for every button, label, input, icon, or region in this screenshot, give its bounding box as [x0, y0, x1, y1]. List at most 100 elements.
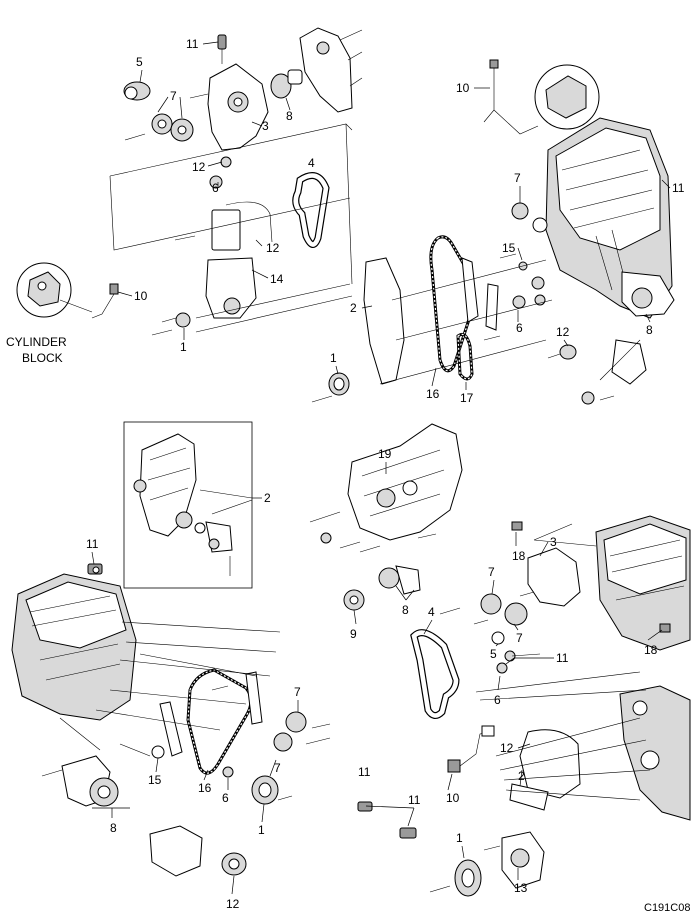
callout: 7 [170, 89, 177, 103]
sprocket-6-bl [222, 766, 234, 778]
bl-guide-lines [59, 621, 281, 757]
cam-sensor [217, 34, 227, 64]
callout: 5 [136, 55, 143, 69]
callout: 1 [180, 340, 187, 354]
seal-19 [320, 532, 332, 544]
callout: 3 [262, 119, 269, 133]
callout: 7 [274, 761, 281, 775]
callout: 11 [86, 537, 99, 551]
cam-sprocket-bl-2 [273, 732, 293, 752]
callout: 7 [516, 631, 523, 645]
idler-pulley-6 [209, 175, 223, 189]
callout: 2 [350, 301, 357, 315]
tr-guide-lines [379, 259, 641, 385]
callout: 1 [330, 351, 337, 365]
br-guide-lines [475, 523, 651, 801]
sensor-11-br-b [399, 827, 417, 839]
chain-guide-bl-2 [245, 671, 263, 725]
callout: 11 [186, 37, 199, 51]
tensioner-12-tr [559, 344, 577, 360]
callout: 15 [148, 773, 162, 787]
callout: 1 [456, 831, 463, 845]
middle-right-cover: 19 [309, 423, 463, 553]
callout: 8 [110, 821, 117, 835]
callout: 9 [350, 627, 357, 641]
callout: 7 [514, 171, 521, 185]
bl-bolts [41, 685, 331, 801]
tensioner-15-bl [151, 745, 165, 759]
callout: 18 [512, 549, 526, 563]
tl-leader-lines [117, 41, 291, 340]
tensioner-12-bl [149, 825, 247, 877]
tl-bolts [124, 93, 209, 336]
tr-callouts: 10 11 7 15 2 6 12 8 1 16 17 [330, 81, 685, 405]
callout: 6 [494, 693, 501, 707]
cam-sprockets [151, 113, 194, 142]
sprocket-tr-c [531, 276, 545, 290]
callout: 12 [266, 241, 280, 255]
upper-cover-3 [527, 547, 581, 607]
engine-block-br [595, 515, 691, 651]
lower-cover [205, 209, 257, 319]
front-cover-tr [363, 257, 405, 385]
cover-ring [194, 522, 206, 534]
callout: 11 [672, 181, 685, 195]
callout: 11 [408, 793, 421, 807]
tr-leader-lines [335, 87, 671, 390]
water-pump-br [378, 565, 421, 595]
callout: 10 [446, 791, 460, 805]
callout: 10 [134, 289, 148, 303]
callout: 6 [516, 321, 523, 335]
sprocket-tr-d [534, 294, 546, 306]
idler-tr [581, 391, 595, 405]
callout: 2 [264, 491, 271, 505]
sensor-10-detail [483, 59, 600, 135]
callout: 8 [646, 323, 653, 337]
engine-block-bl [11, 573, 137, 721]
callout: 7 [294, 685, 301, 699]
block-label: BLOCK [22, 351, 63, 365]
crank-sprocket-6-br [496, 662, 508, 674]
tl-callouts: 11 5 7 3 8 12 6 4 12 14 10 1 [134, 37, 315, 354]
figure-code: C191C08 [644, 902, 690, 914]
br-leader-lines [353, 532, 663, 880]
cam-sprocket-br-2 [504, 602, 528, 626]
callout: 17 [460, 391, 474, 405]
chain-guide-bl [159, 701, 183, 757]
sprocket-7-tr [511, 202, 529, 220]
bottom-right-assembly: 3 18 7 9 8 4 5 7 11 18 6 12 2 11 10 11 1… [343, 515, 691, 897]
engine-front-outline [299, 27, 363, 113]
callout: 15 [502, 241, 516, 255]
pump-tr [621, 271, 675, 317]
timing-cover-bracket [207, 63, 269, 151]
idler-pulley-12 [220, 156, 232, 168]
callout: 3 [550, 535, 557, 549]
mr-bolts [309, 511, 437, 553]
callout: 1 [258, 823, 265, 837]
callout: 10 [456, 81, 470, 95]
water-pump [270, 69, 303, 99]
sprocket-tr-b [532, 217, 548, 233]
front-cover-19 [347, 423, 463, 541]
top-left-assembly: 11 5 7 3 8 12 6 4 12 14 10 1 [6, 27, 363, 365]
bl-callouts: 11 7 15 16 6 7 1 8 12 [86, 537, 301, 911]
chain-guide-tr [461, 257, 479, 323]
tr-bolts [311, 253, 615, 403]
callout: 11 [556, 651, 569, 665]
engine-block-tr [545, 117, 673, 319]
crank-sprocket-tl [175, 312, 191, 328]
callout: 19 [378, 447, 392, 461]
crank-sensor-10 [447, 725, 495, 773]
callout: 7 [488, 565, 495, 579]
cover-2-br [509, 783, 549, 811]
callout: 13 [514, 881, 528, 895]
bottom-left-assembly: 11 7 15 16 6 7 1 8 12 [11, 537, 331, 911]
sensor-18-b [659, 623, 671, 633]
callout: 12 [192, 160, 206, 174]
belt-tensioner [123, 81, 151, 101]
callout: 5 [490, 647, 497, 661]
callout: 11 [358, 765, 371, 779]
chain-tensioner-arm [485, 283, 499, 331]
callout: 18 [644, 643, 658, 657]
